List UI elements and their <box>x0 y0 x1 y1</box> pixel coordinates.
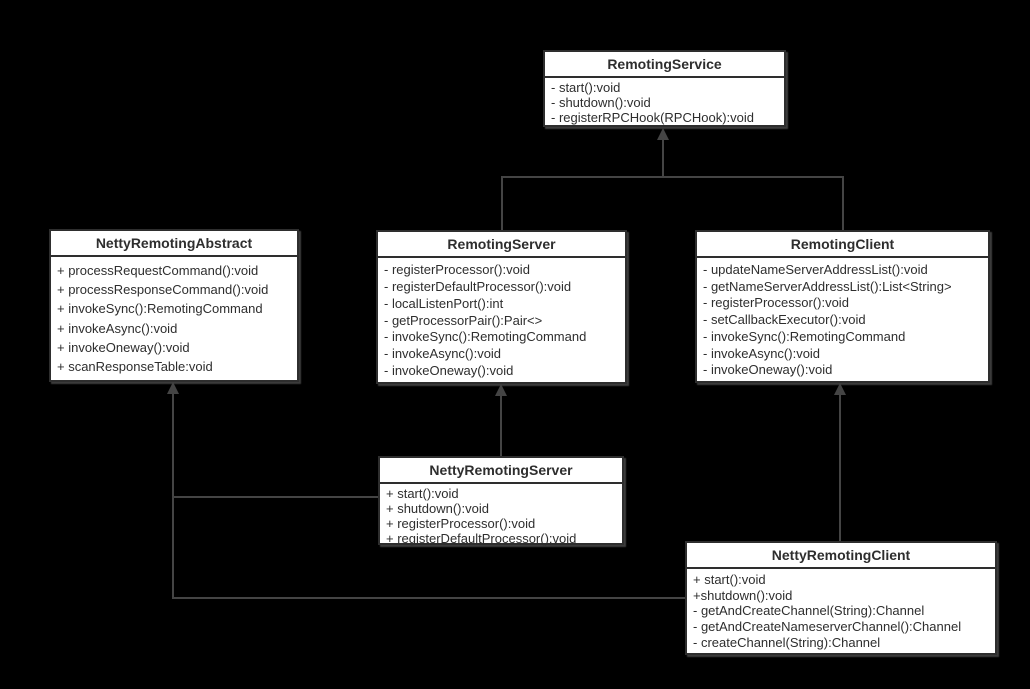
inheritance-arrow-to-remoting-service <box>657 128 669 140</box>
method-row: - start():void <box>551 80 621 95</box>
inheritance-line-from-netty-remoting-client <box>172 597 685 599</box>
method-row: - registerProcessor():void <box>703 295 849 311</box>
inheritance-line <box>501 176 844 178</box>
class-box-remoting-server: RemotingServer - registerProcessor():voi… <box>376 230 627 384</box>
class-title: RemotingClient <box>697 232 988 258</box>
inheritance-line <box>500 394 502 456</box>
method-row: + invokeOneway():void <box>57 339 190 355</box>
inheritance-line-from-remoting-server <box>501 176 503 230</box>
method-row: - getAndCreateChannel(String):Channel <box>693 603 925 619</box>
class-title: RemotingService <box>545 52 784 78</box>
class-title: NettyRemotingAbstract <box>51 231 297 257</box>
method-row: - invokeAsync():void <box>384 346 502 362</box>
class-box-remoting-service: RemotingService - start():void - shutdow… <box>543 50 786 127</box>
inheritance-arrow-to-remoting-server <box>495 384 507 396</box>
method-row: +shutdown():void <box>693 587 793 603</box>
method-row: + processRequestCommand():void <box>57 263 259 279</box>
method-row: + start():void <box>693 571 766 587</box>
class-title: RemotingServer <box>378 232 625 258</box>
method-row: + shutdown():void <box>386 501 489 516</box>
method-row: + registerProcessor():void <box>386 516 536 531</box>
method-row: - updateNameServerAddressList():void <box>703 261 928 277</box>
method-row: - registerRPCHook(RPCHook):void <box>551 110 754 125</box>
class-methods: - start():void - shutdown():void - regis… <box>545 78 784 127</box>
method-row: + scanResponseTable:void <box>57 358 213 374</box>
method-row: - invokeSync():RemotingCommand <box>384 329 587 345</box>
method-row: - getNameServerAddressList():List<String… <box>703 278 952 294</box>
class-methods: - updateNameServerAddressList():void - g… <box>697 258 988 381</box>
method-row: - createChannel(String):Channel <box>693 635 881 651</box>
method-row: + invokeAsync():void <box>57 320 178 336</box>
method-row: - registerProcessor():void <box>384 261 530 277</box>
class-methods: - registerProcessor():void - registerDef… <box>378 258 625 382</box>
class-methods: + start():void +shutdown():void - getAnd… <box>687 569 995 653</box>
method-row: - getAndCreateNameserverChannel():Channe… <box>693 619 962 635</box>
method-row: - invokeOneway():void <box>384 363 514 379</box>
class-box-netty-remoting-client: NettyRemotingClient + start():void +shut… <box>685 541 997 655</box>
class-methods: + start():void + shutdown():void + regis… <box>380 484 622 548</box>
method-row: + invokeSync():RemotingCommand <box>57 301 263 317</box>
method-row: + start():void <box>386 486 459 501</box>
inheritance-arrow-to-remoting-client <box>834 383 846 395</box>
inheritance-line <box>662 139 664 178</box>
method-row: - registerDefaultProcessor():void <box>384 278 572 294</box>
class-box-netty-remoting-abstract: NettyRemotingAbstract + processRequestCo… <box>49 229 299 382</box>
inheritance-line-from-netty-remoting-server <box>172 496 378 498</box>
method-row: - invokeOneway():void <box>703 362 833 378</box>
inheritance-arrow-to-netty-remoting-abstract <box>167 382 179 394</box>
inheritance-line-from-remoting-client <box>842 176 844 230</box>
inheritance-line <box>839 393 841 541</box>
method-row: - invokeAsync():void <box>703 345 821 361</box>
class-box-remoting-client: RemotingClient - updateNameServerAddress… <box>695 230 990 383</box>
method-row: + processResponseCommand():void <box>57 282 269 298</box>
method-row: - shutdown():void <box>551 95 651 110</box>
class-methods: + processRequestCommand():void + process… <box>51 257 297 380</box>
inheritance-line <box>172 392 174 599</box>
class-title: NettyRemotingServer <box>380 458 622 484</box>
method-row: - setCallbackExecutor():void <box>703 312 866 327</box>
method-row: - localListenPort():int <box>384 295 504 311</box>
class-box-netty-remoting-server: NettyRemotingServer + start():void + shu… <box>378 456 624 548</box>
method-row: - getProcessorPair():Pair<> <box>384 312 543 328</box>
method-row: + registerDefaultProcessor():void <box>386 531 577 546</box>
class-title: NettyRemotingClient <box>687 543 995 569</box>
method-row: - invokeSync():RemotingCommand <box>703 328 906 344</box>
